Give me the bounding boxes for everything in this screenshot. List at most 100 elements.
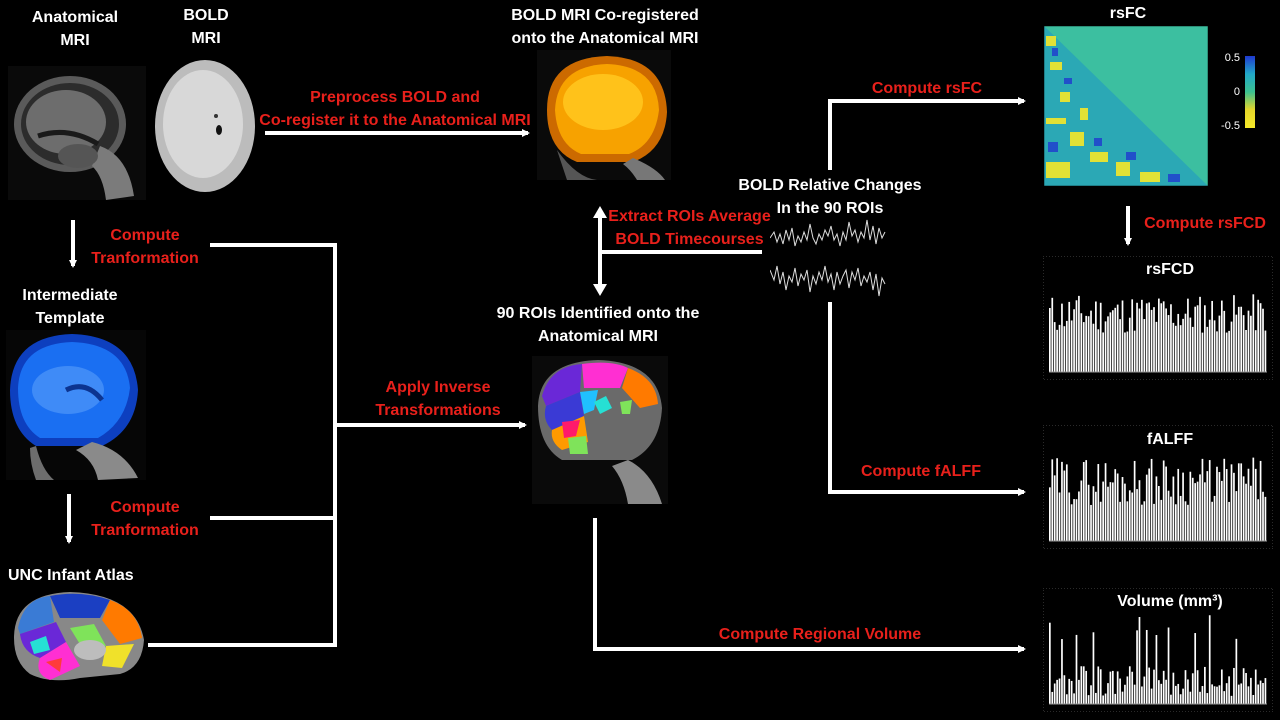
bar-volume-bar (1182, 688, 1184, 704)
bar-rsfcd-bar (1211, 300, 1213, 372)
bar-rsfcd-bar (1235, 314, 1238, 372)
bar-volume-bar (1097, 666, 1100, 704)
rois-image (532, 356, 668, 504)
bar-volume-bar (1160, 683, 1163, 704)
bar-volume-bar (1138, 617, 1141, 704)
bar-rsfcd-bar (1141, 299, 1143, 372)
bar-volume-bar (1082, 666, 1085, 704)
bar-rsfcd-bar (1187, 298, 1189, 372)
bar-volume-bar (1128, 666, 1131, 704)
bar-volume-bar (1099, 669, 1102, 704)
bar-falff-bar (1199, 474, 1201, 541)
bar-rsfcd-bar (1128, 317, 1131, 372)
bar-rsfcd-bar (1177, 313, 1180, 372)
bar-falff-bar (1087, 484, 1090, 541)
bar-falff-bar (1218, 472, 1221, 541)
bar-falff-bar (1124, 483, 1126, 541)
bar-volume-bar (1087, 695, 1090, 704)
bar-falff-bar (1264, 496, 1267, 541)
compute-transformation-2-step: Compute Tranformation (91, 499, 199, 539)
bar-falff-bar (1109, 482, 1112, 541)
rsfcd-bar-chart (1043, 256, 1273, 380)
bar-rsfcd-bar (1257, 299, 1260, 372)
bar-volume-bar (1148, 667, 1151, 704)
bar-rsfcd-bar (1070, 320, 1073, 372)
bar-rsfcd-bar (1189, 317, 1192, 372)
bar-rsfcd-bar (1225, 332, 1228, 372)
bar-volume-bar (1240, 683, 1243, 704)
bar-volume-bar (1126, 676, 1129, 704)
bar-falff-bar (1245, 483, 1247, 541)
bar-volume-bar (1150, 688, 1153, 704)
bar-rsfcd-bar (1145, 303, 1148, 372)
bar-falff-bar (1162, 460, 1165, 541)
bar-rsfcd-bar (1218, 315, 1221, 372)
bar-falff-bar (1133, 460, 1136, 541)
bar-volume-bar (1053, 683, 1056, 704)
bar-volume-bar (1172, 672, 1175, 704)
colorbar-tick-min: -0.5 (1221, 120, 1240, 132)
bar-rsfcd-bar (1240, 306, 1243, 372)
bar-rsfcd-bar (1119, 319, 1121, 372)
bar-rsfcd-bar (1087, 316, 1090, 372)
bar-falff-bar (1259, 460, 1262, 541)
unc-atlas-label: UNC Infant Atlas (8, 567, 134, 584)
bar-volume-bar (1237, 684, 1240, 704)
bar-volume-bar (1058, 678, 1061, 704)
bar-falff-bar (1233, 472, 1235, 541)
bar-falff-bar (1095, 491, 1097, 541)
bar-rsfcd-bar (1170, 304, 1172, 372)
bar-rsfcd-bar (1051, 297, 1054, 372)
bar-volume-bar (1199, 691, 1201, 704)
bar-volume-bar (1121, 691, 1124, 704)
bar-falff-bar (1119, 501, 1121, 541)
bar-falff-bar (1097, 464, 1100, 541)
bar-rsfcd-bar (1114, 307, 1117, 372)
bar-rsfcd-bar (1073, 309, 1075, 372)
compute-transformation-1-step: Compute Tranformation (91, 227, 199, 267)
bar-volume-bar (1145, 629, 1148, 704)
bar-rsfcd-bar (1155, 321, 1158, 372)
bar-falff-bar (1049, 487, 1051, 541)
bar-rsfcd-bar (1250, 315, 1252, 372)
bar-volume-bar (1073, 693, 1075, 704)
bar-volume-bar (1075, 634, 1078, 704)
bar-volume-bar (1070, 680, 1073, 704)
bar-rsfcd-bar (1174, 325, 1177, 372)
timecourse-2 (769, 265, 886, 297)
falff-title: fALFF (1146, 431, 1194, 448)
bar-volume-bar (1218, 685, 1221, 704)
bar-rsfcd-bar (1080, 313, 1083, 372)
bar-rsfcd-bar (1111, 310, 1114, 372)
bar-rsfcd-bar (1201, 332, 1204, 372)
bar-falff-bar (1250, 485, 1252, 541)
bar-rsfcd-bar (1053, 322, 1056, 372)
bar-volume-bar (1068, 678, 1071, 704)
bar-falff-bar (1063, 470, 1066, 541)
intermediate-template-image (6, 330, 146, 480)
rsfc-arrow (828, 97, 1026, 170)
colorbar-tick-max: 0.5 (1224, 52, 1240, 64)
bar-falff-bar (1053, 475, 1056, 541)
bar-volume-bar (1170, 694, 1172, 704)
bar-rsfcd-bar (1126, 331, 1129, 372)
bar-falff-bar (1240, 463, 1243, 541)
bar-falff-bar (1114, 469, 1117, 541)
bar-falff-bar (1102, 481, 1104, 541)
bar-falff-bar (1182, 472, 1184, 541)
bar-falff-bar (1189, 471, 1192, 541)
bar-falff-bar (1107, 486, 1109, 541)
bar-rsfcd-bar (1252, 294, 1255, 372)
bar-rsfcd-bar (1206, 326, 1209, 372)
bar-rsfcd-bar (1107, 316, 1109, 372)
bar-volume-bar (1162, 670, 1165, 704)
bar-volume-bar (1165, 679, 1167, 704)
bar-volume-bar (1092, 632, 1095, 704)
bar-falff-bar (1078, 491, 1080, 541)
bar-falff-bar (1131, 492, 1134, 541)
bar-volume-bar (1167, 627, 1170, 704)
bar-rsfcd-bar (1179, 325, 1182, 372)
bar-falff-bar (1174, 504, 1177, 541)
bar-falff-bar (1111, 482, 1114, 541)
bar-rsfcd-bar (1138, 308, 1141, 372)
